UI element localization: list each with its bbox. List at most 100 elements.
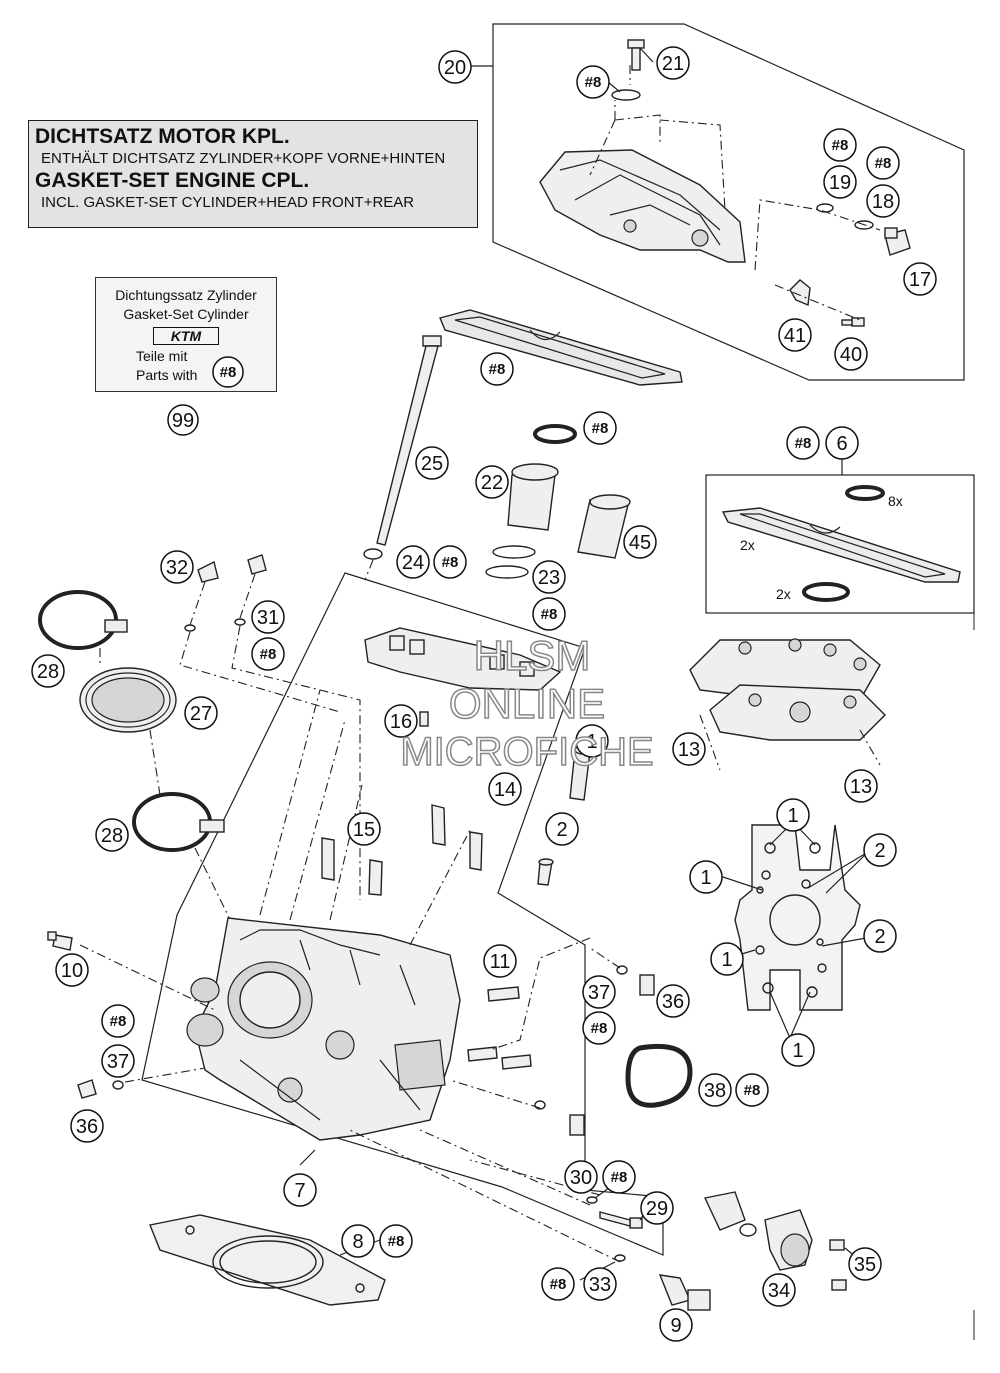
callout-label: 33 <box>589 1274 611 1296</box>
valve-guides-14 <box>431 804 483 871</box>
head-gasket-plate <box>734 824 861 1011</box>
callout-label: 13 <box>850 776 872 798</box>
callout-c10: 10 <box>55 953 89 987</box>
callout-c15: 15 <box>347 812 381 846</box>
gasket-kit-box: Dichtungssatz Zylinder Gasket-Set Cylind… <box>95 277 277 392</box>
callout-c1d: 1 <box>710 942 744 976</box>
callout-c2c: 2 <box>863 919 897 953</box>
callout-label: 36 <box>76 1116 98 1138</box>
tensioner-34 <box>703 1191 813 1271</box>
pins-11 <box>467 986 532 1070</box>
oring-19 <box>816 203 834 213</box>
callout-c38: 38 <box>698 1073 732 1107</box>
dowel-2 <box>537 858 554 886</box>
callout-label: #8 <box>110 1013 127 1030</box>
callout-label: 1 <box>721 949 732 971</box>
valve-cover-gasket <box>439 309 683 386</box>
watermark-line2: ONLINE <box>448 679 606 728</box>
callout-c8e: #8 <box>583 411 617 445</box>
callout-label: 16 <box>390 711 412 733</box>
callout-c31: 31 <box>251 600 285 634</box>
callout-c13a: 13 <box>672 732 706 766</box>
callout-c17: 17 <box>903 262 937 296</box>
callout-c18: 18 <box>866 184 900 218</box>
callout-label: 13 <box>678 739 700 761</box>
valve-cover-group-frame <box>492 23 965 381</box>
callout-label: 45 <box>629 532 651 554</box>
callout-c1a: 1 <box>575 724 609 758</box>
callout-c8c: #8 <box>866 146 900 180</box>
plug-36-left <box>77 1079 124 1099</box>
seal-ring-8 <box>533 424 577 444</box>
callout-label: 1 <box>787 805 798 827</box>
gasket-set-info-box: DICHTSATZ MOTOR KPL. ENTHÄLT DICHTSATZ Z… <box>28 120 478 228</box>
callout-c37a: 37 <box>582 975 616 1009</box>
callout-c8b: #8 <box>823 128 857 162</box>
bolt-29 <box>599 1211 643 1229</box>
callout-label: 35 <box>854 1254 876 1276</box>
plug-36-right <box>616 965 655 996</box>
callout-label: 10 <box>61 960 83 982</box>
cylinder-head-gasket-8 <box>149 1214 386 1306</box>
callout-label: 11 <box>490 951 511 973</box>
intake-boot-27 <box>79 667 177 733</box>
callout-c9: 9 <box>659 1308 693 1342</box>
callout-c45: 45 <box>623 525 657 559</box>
gasket-kit-frame <box>705 474 975 614</box>
callout-label: #8 <box>795 435 812 452</box>
callout-c35: 35 <box>848 1247 882 1281</box>
callout-c22: 22 <box>475 465 509 499</box>
callout-label: 37 <box>588 982 610 1004</box>
callout-c27: 27 <box>184 696 218 730</box>
cap-nut-31 <box>247 554 267 575</box>
gasket-box-line4: INCL. GASKET-SET CYLINDER+HEAD FRONT+REA… <box>41 194 415 211</box>
callout-c8n: 8 <box>341 1224 375 1258</box>
gasket-box-line3: GASKET-SET ENGINE CPL. <box>35 169 310 192</box>
multiplier-2x-gasket: 2x <box>740 537 755 553</box>
callout-label: #8 <box>875 155 892 172</box>
callout-label: #8 <box>611 1169 628 1186</box>
kit-box-line3: Teile mit <box>136 348 188 364</box>
callout-c28b: 28 <box>95 818 129 852</box>
callout-label: 18 <box>872 191 894 213</box>
callout-c28a: 28 <box>31 654 65 688</box>
callout-label: 41 <box>784 325 806 347</box>
callout-c1e: 1 <box>781 1033 815 1067</box>
callout-c33: 33 <box>583 1267 617 1301</box>
callout-c37b: 37 <box>101 1044 135 1078</box>
valve-guides-15 <box>321 837 383 896</box>
callout-label: 1 <box>586 731 597 753</box>
pin-16 <box>419 711 429 727</box>
bracket-41 <box>789 279 811 307</box>
callout-label: 32 <box>166 557 188 579</box>
callout-label: 19 <box>829 172 851 194</box>
callout-c24: 24 <box>396 545 430 579</box>
callout-c16: 16 <box>384 704 418 738</box>
tube-45 <box>577 494 631 559</box>
oring-23b <box>485 565 529 579</box>
callout-c8h: #8 <box>532 597 566 631</box>
callout-c8k: #8 <box>582 1011 616 1045</box>
callout-label: 2 <box>874 926 885 948</box>
callout-c11: 11 <box>483 944 517 978</box>
callout-c2b: 2 <box>863 833 897 867</box>
callout-label: #8 <box>591 1020 608 1037</box>
callout-label: 34 <box>768 1280 790 1302</box>
callout-label: #8 <box>585 74 602 91</box>
callout-c36b: 36 <box>70 1109 104 1143</box>
kit-box-line2: Gasket-Set Cylinder <box>123 306 249 322</box>
kit-box-line1: Dichtungssatz Zylinder <box>115 287 257 303</box>
filler-oring <box>611 89 641 101</box>
long-bolt-25 <box>376 335 442 546</box>
callout-label: 28 <box>37 661 59 683</box>
callout-c20: 20 <box>438 50 472 84</box>
breather-fitting <box>884 227 911 256</box>
callout-label: 27 <box>190 703 212 725</box>
callout-c32: 32 <box>160 550 194 584</box>
callout-label: 1 <box>700 867 711 889</box>
callout-label: 36 <box>662 991 684 1013</box>
callout-c29: 29 <box>640 1191 674 1225</box>
callout-c25: 25 <box>415 446 449 480</box>
callout-label: 2 <box>556 819 567 841</box>
callout-c34: 34 <box>762 1273 796 1307</box>
